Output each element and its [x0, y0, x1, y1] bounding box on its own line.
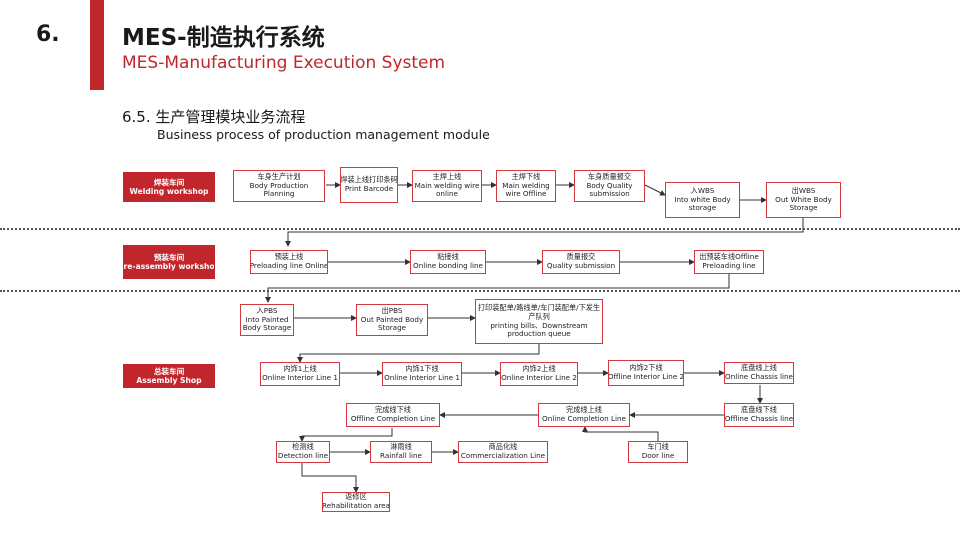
- divider-welding-preassembly: [0, 228, 960, 230]
- page-title: MES-制造执行系统: [122, 25, 325, 51]
- section-title: 6.5. 生产管理模块业务流程: [122, 108, 306, 126]
- section-number: 6.: [36, 22, 60, 47]
- edge-print-interior: [297, 344, 540, 363]
- edge-preoffline-pbs: [265, 273, 730, 303]
- page-subtitle: MES-Manufacturing Execution System: [122, 53, 446, 73]
- edge-door-complon: [582, 426, 659, 441]
- edge-detect-rehab: [301, 463, 359, 493]
- edge-quality-wbs: [644, 184, 666, 196]
- divider-preassembly-assembly: [0, 290, 960, 292]
- accent-bar: [90, 0, 104, 90]
- section-subtitle: Business process of production managemen…: [157, 127, 490, 142]
- edge-comploff-detect: [299, 428, 393, 442]
- edge-outwbs-preload: [285, 218, 804, 247]
